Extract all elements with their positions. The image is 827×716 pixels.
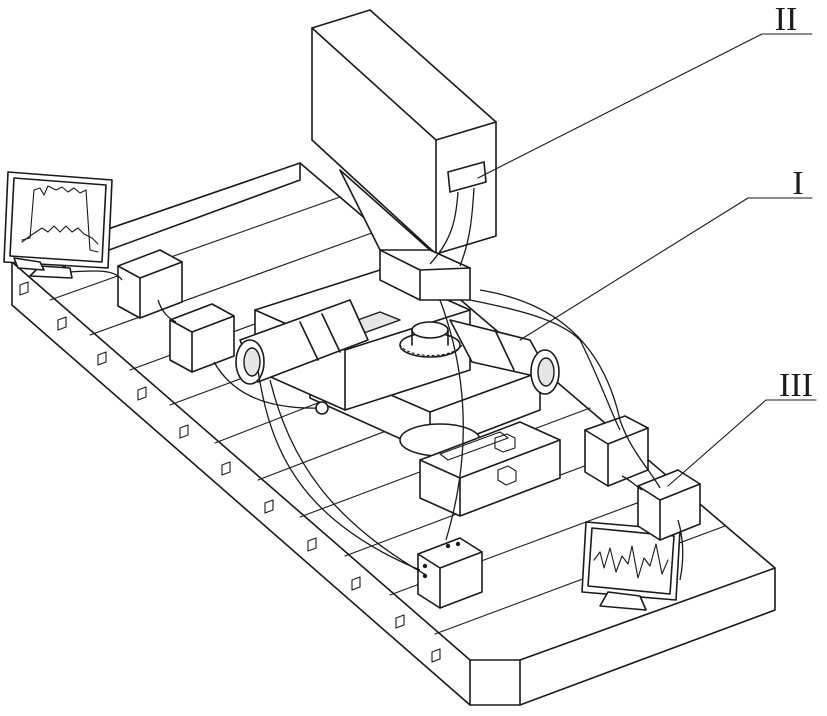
- leader-line-2: [478, 34, 812, 178]
- label-component-2: II: [775, 1, 798, 38]
- leader-line-1: [520, 198, 812, 340]
- label-component-3: III: [779, 367, 813, 404]
- monitor-left: [4, 172, 112, 278]
- label-component-1: I: [792, 165, 803, 202]
- leader-line-3: [668, 400, 816, 486]
